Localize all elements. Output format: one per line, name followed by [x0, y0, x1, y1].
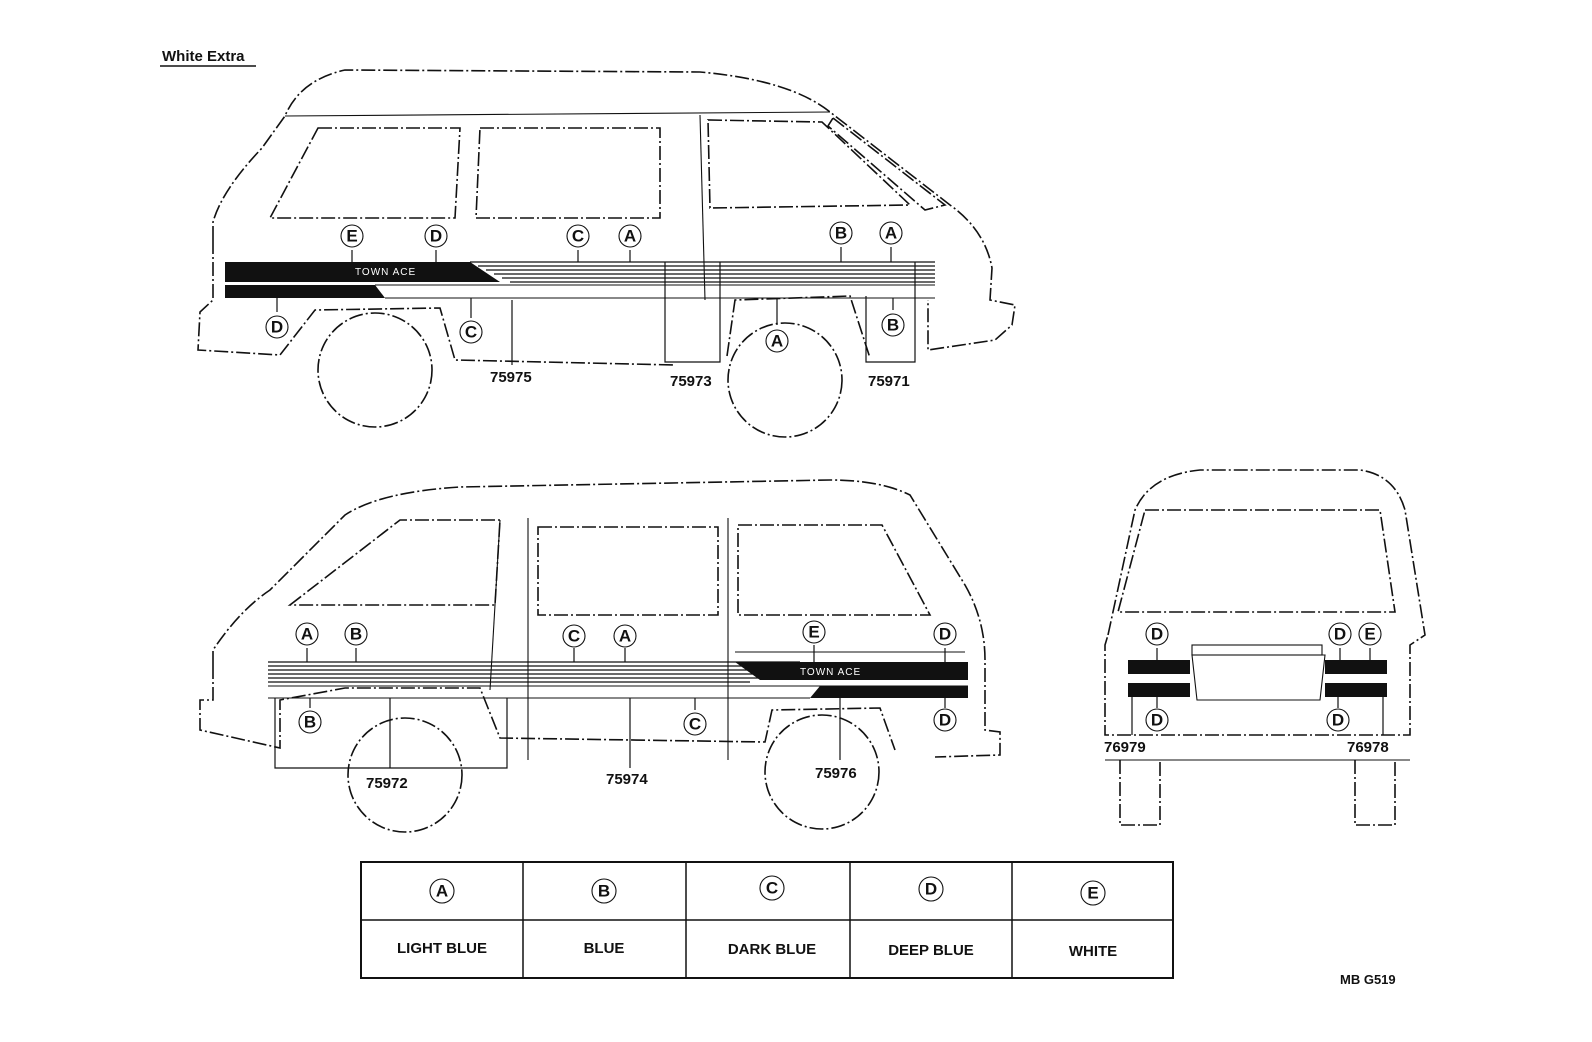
svg-text:D: D	[1151, 625, 1163, 644]
svg-text:B: B	[887, 316, 899, 335]
svg-text:A: A	[885, 224, 897, 243]
marker-e-1: E	[340, 224, 364, 248]
legend-code-e: E	[1080, 880, 1106, 906]
marker-a-3: A	[765, 329, 789, 353]
part-number-75971: 75971	[868, 373, 910, 390]
marker-d-6: D	[1328, 622, 1352, 646]
svg-text:D: D	[925, 880, 937, 899]
svg-text:B: B	[304, 713, 316, 732]
rear-stripe-right-lower	[1325, 683, 1387, 697]
svg-text:E: E	[346, 227, 357, 246]
svg-text:D: D	[1332, 711, 1344, 730]
marker-d-3: D	[933, 622, 957, 646]
svg-text:A: A	[436, 882, 448, 901]
part-number-76979: 76979	[1104, 739, 1146, 756]
svg-text:A: A	[624, 227, 636, 246]
legend-code-a: A	[429, 878, 455, 904]
marker-d-8: D	[1326, 708, 1350, 732]
marker-d-5: D	[1145, 622, 1169, 646]
marker-c-4: C	[683, 712, 707, 736]
part-number-75972: 75972	[366, 775, 408, 792]
svg-text:C: C	[465, 323, 477, 342]
svg-text:C: C	[568, 627, 580, 646]
brand-stripe-text-left: TOWN ACE	[800, 667, 861, 678]
part-number-75976: 75976	[815, 765, 857, 782]
marker-a-1: A	[618, 224, 642, 248]
svg-text:A: A	[619, 627, 631, 646]
marker-e-2: E	[802, 620, 826, 644]
svg-text:D: D	[1334, 625, 1346, 644]
legend-color-deep-blue: DEEP BLUE	[888, 942, 974, 959]
van-right-side: TOWN ACE	[197, 69, 1016, 438]
marker-a-5: A	[613, 624, 637, 648]
marker-d-4: D	[933, 708, 957, 732]
part-number-76978: 76978	[1347, 739, 1389, 756]
stripe-lower-dark	[225, 285, 385, 298]
marker-b-3: B	[344, 622, 368, 646]
svg-text:C: C	[572, 227, 584, 246]
svg-text:E: E	[808, 623, 819, 642]
rear-stripe-left-upper	[1128, 660, 1190, 674]
svg-text:D: D	[939, 711, 951, 730]
marker-d-7: D	[1145, 708, 1169, 732]
legend-code-c: C	[759, 875, 785, 901]
svg-text:A: A	[771, 332, 783, 351]
part-number-75975: 75975	[490, 369, 532, 386]
stripe-upper-dark-left	[735, 662, 968, 680]
marker-d-2: D	[265, 315, 289, 339]
svg-text:A: A	[301, 625, 313, 644]
marker-b-2: B	[881, 313, 905, 337]
legend-code-b: B	[591, 878, 617, 904]
svg-text:C: C	[766, 879, 778, 898]
svg-text:E: E	[1087, 884, 1098, 903]
svg-text:B: B	[835, 224, 847, 243]
svg-text:D: D	[430, 227, 442, 246]
svg-text:C: C	[689, 715, 701, 734]
svg-text:D: D	[271, 318, 283, 337]
svg-text:E: E	[1364, 625, 1375, 644]
marker-c-1: C	[566, 224, 590, 248]
svg-text:B: B	[598, 882, 610, 901]
marker-c-3: C	[562, 624, 586, 648]
marker-e-3: E	[1358, 622, 1382, 646]
marker-b-1: B	[829, 221, 853, 245]
brand-stripe-text: TOWN ACE	[355, 267, 416, 278]
drawing-code: MB G519	[1340, 972, 1396, 987]
part-number-75973: 75973	[670, 373, 712, 390]
stripe-upper-dark	[225, 262, 500, 282]
color-legend-table: A B C D E LIGHT BLUE BLUE DARK BLUE DEEP…	[360, 861, 1174, 979]
stripe-lines-left	[268, 661, 800, 683]
marker-a-4: A	[295, 622, 319, 646]
rear-stripe-right-upper	[1325, 660, 1387, 674]
rear-stripe-left-lower	[1128, 683, 1190, 697]
stripe-lower-dark-left	[810, 686, 968, 698]
legend-code-d: D	[918, 876, 944, 902]
marker-a-2: A	[879, 221, 903, 245]
svg-text:D: D	[1151, 711, 1163, 730]
legend-color-dark-blue: DARK BLUE	[728, 941, 816, 958]
van-left-side: TOWN ACE	[199, 479, 1001, 833]
part-number-75974: 75974	[606, 771, 648, 788]
legend-color-blue: BLUE	[584, 940, 625, 957]
svg-text:D: D	[939, 625, 951, 644]
marker-b-4: B	[298, 710, 322, 734]
legend-color-light-blue: LIGHT BLUE	[397, 940, 487, 957]
stripe-lines-right	[470, 261, 935, 283]
svg-text:B: B	[350, 625, 362, 644]
marker-d-1: D	[424, 224, 448, 248]
marker-c-2: C	[459, 320, 483, 344]
van-rear-view	[1104, 469, 1426, 826]
legend-color-white: WHITE	[1069, 943, 1117, 960]
page-title: White Extra	[162, 48, 245, 65]
